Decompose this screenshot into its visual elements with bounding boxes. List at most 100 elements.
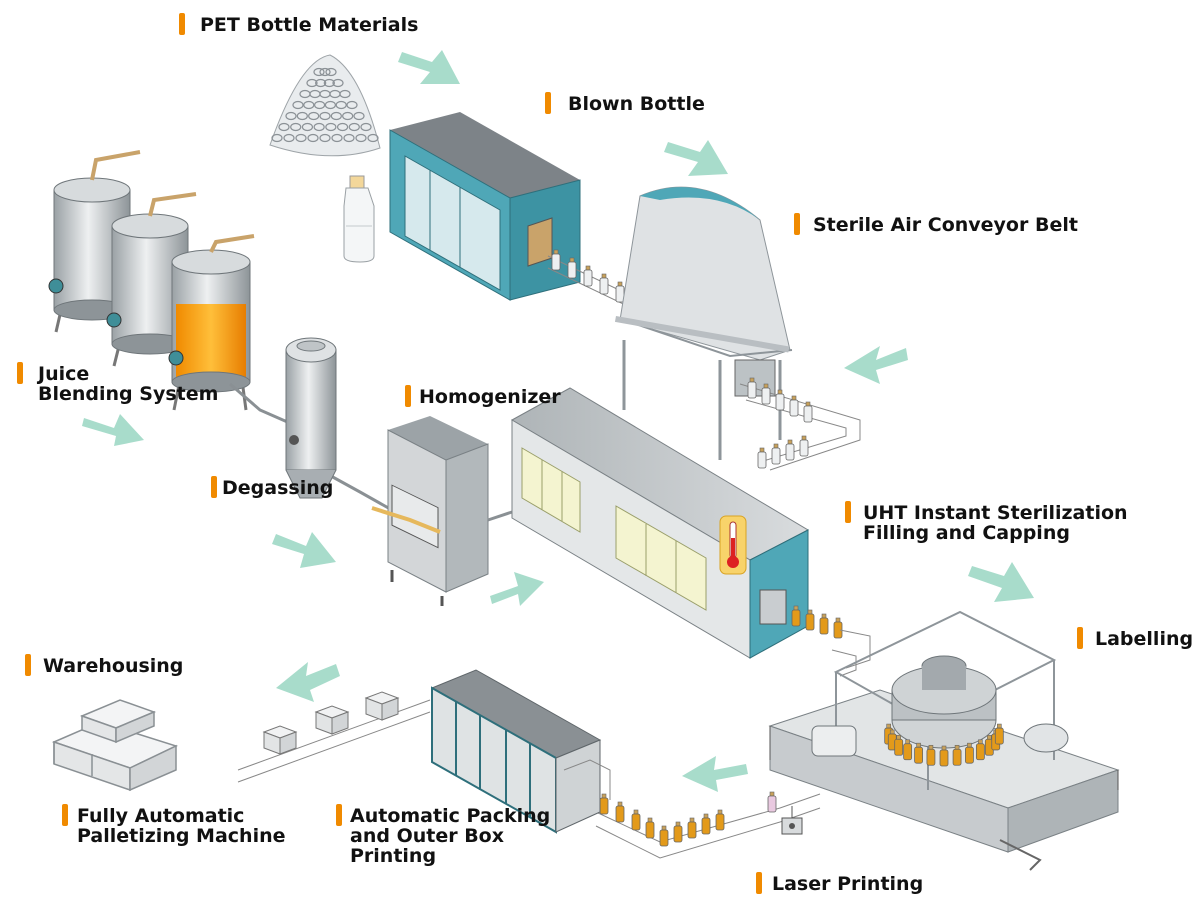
bottle <box>894 734 904 756</box>
bottle <box>659 825 669 847</box>
label-line: Juice <box>38 363 90 385</box>
preform <box>308 111 320 121</box>
juice-tank <box>168 234 255 411</box>
label-warehousing: Warehousing <box>43 656 183 676</box>
preform <box>348 122 360 132</box>
bottle <box>952 744 962 766</box>
label-marker <box>179 13 185 35</box>
label-marker <box>794 213 800 235</box>
thermometer-icon <box>719 515 747 575</box>
preform <box>367 133 379 143</box>
bottle <box>645 817 655 839</box>
flow-arrow <box>490 572 544 606</box>
bottle <box>757 447 767 469</box>
label-marker <box>545 92 551 114</box>
bottle <box>994 723 1004 745</box>
preform <box>301 122 314 132</box>
homogenizer-machine <box>371 416 513 606</box>
label-line: and Outer Box <box>350 825 504 847</box>
bottle <box>673 821 683 843</box>
preform <box>315 78 327 88</box>
label-laser-printing: Laser Printing <box>772 874 923 894</box>
preform <box>331 133 343 143</box>
laser-printer <box>781 806 803 835</box>
preform <box>355 133 367 143</box>
bottle <box>965 742 974 764</box>
preform <box>323 78 335 88</box>
juice-pipe <box>229 382 393 512</box>
blending-tank <box>106 192 197 367</box>
preform <box>319 133 331 143</box>
preform <box>285 111 297 121</box>
label-homogenizer: Homogenizer <box>419 387 561 407</box>
label-line: Laser Printing <box>772 873 924 895</box>
preform <box>342 111 354 121</box>
bottle <box>701 813 711 835</box>
degassing-vessel <box>285 337 337 499</box>
filled-bottles <box>791 605 843 639</box>
preform <box>324 100 336 110</box>
preform <box>325 122 337 132</box>
label-palletizing-machine: Fully Automatic Palletizing Machine <box>77 806 286 846</box>
bottle <box>833 617 843 639</box>
bottle <box>789 395 799 417</box>
bottle <box>799 435 809 457</box>
preform <box>313 122 325 132</box>
bottle <box>767 791 777 813</box>
bottle <box>551 249 561 271</box>
bottle <box>887 729 897 751</box>
label-line: Warehousing <box>43 655 184 677</box>
bottle <box>914 742 923 764</box>
flow-arrow <box>664 140 728 176</box>
preform <box>319 111 331 121</box>
preform <box>360 122 372 132</box>
preform <box>283 133 295 143</box>
bottle <box>715 809 725 831</box>
bottle <box>599 793 609 815</box>
preform <box>346 100 358 110</box>
label-line: Filling and Capping <box>863 522 1070 544</box>
label-marker <box>336 804 342 826</box>
flow-arrow <box>968 562 1034 602</box>
flow-arrow <box>682 756 748 792</box>
bottle <box>771 443 781 465</box>
bottle <box>939 745 949 767</box>
label-line: Labelling <box>1095 628 1194 650</box>
label-line: Automatic Packing <box>350 805 551 827</box>
label-marker <box>17 362 23 384</box>
preform <box>319 67 331 77</box>
label-line: Fully Automatic <box>77 805 245 827</box>
label-marker <box>405 385 411 407</box>
preform <box>314 100 326 110</box>
palletized-boxes <box>51 699 179 792</box>
preform <box>278 122 290 132</box>
bottle <box>687 817 697 839</box>
label-line: Blown Bottle <box>568 93 705 115</box>
boxes-on-conveyor <box>262 691 400 755</box>
label-line: Palletizing Machine <box>77 825 286 847</box>
label-marker <box>62 804 68 826</box>
flow-arrow <box>272 532 336 568</box>
label-line: PET Bottle Materials <box>200 14 419 36</box>
bottle <box>926 744 936 766</box>
bottle <box>615 281 625 303</box>
label-line: Homogenizer <box>419 386 561 408</box>
bottle <box>615 801 625 823</box>
label-line: Printing <box>350 845 437 867</box>
label-juice-blending-system: Juice Blending System <box>38 364 218 404</box>
flow-arrow <box>82 414 144 446</box>
flow-arrow <box>398 50 460 84</box>
label-marker <box>1077 627 1083 649</box>
label-marker <box>25 654 31 676</box>
label-sterile-air-conveyor-belt: Sterile Air Conveyor Belt <box>813 215 1078 235</box>
label-marker <box>211 476 217 498</box>
bottle <box>747 377 757 399</box>
bottle <box>761 383 771 405</box>
label-line: Sterile Air Conveyor Belt <box>813 214 1078 236</box>
preform <box>353 111 365 121</box>
bottle <box>775 389 785 411</box>
bottle <box>805 609 815 631</box>
bottle <box>903 739 913 761</box>
bottle <box>631 809 641 831</box>
